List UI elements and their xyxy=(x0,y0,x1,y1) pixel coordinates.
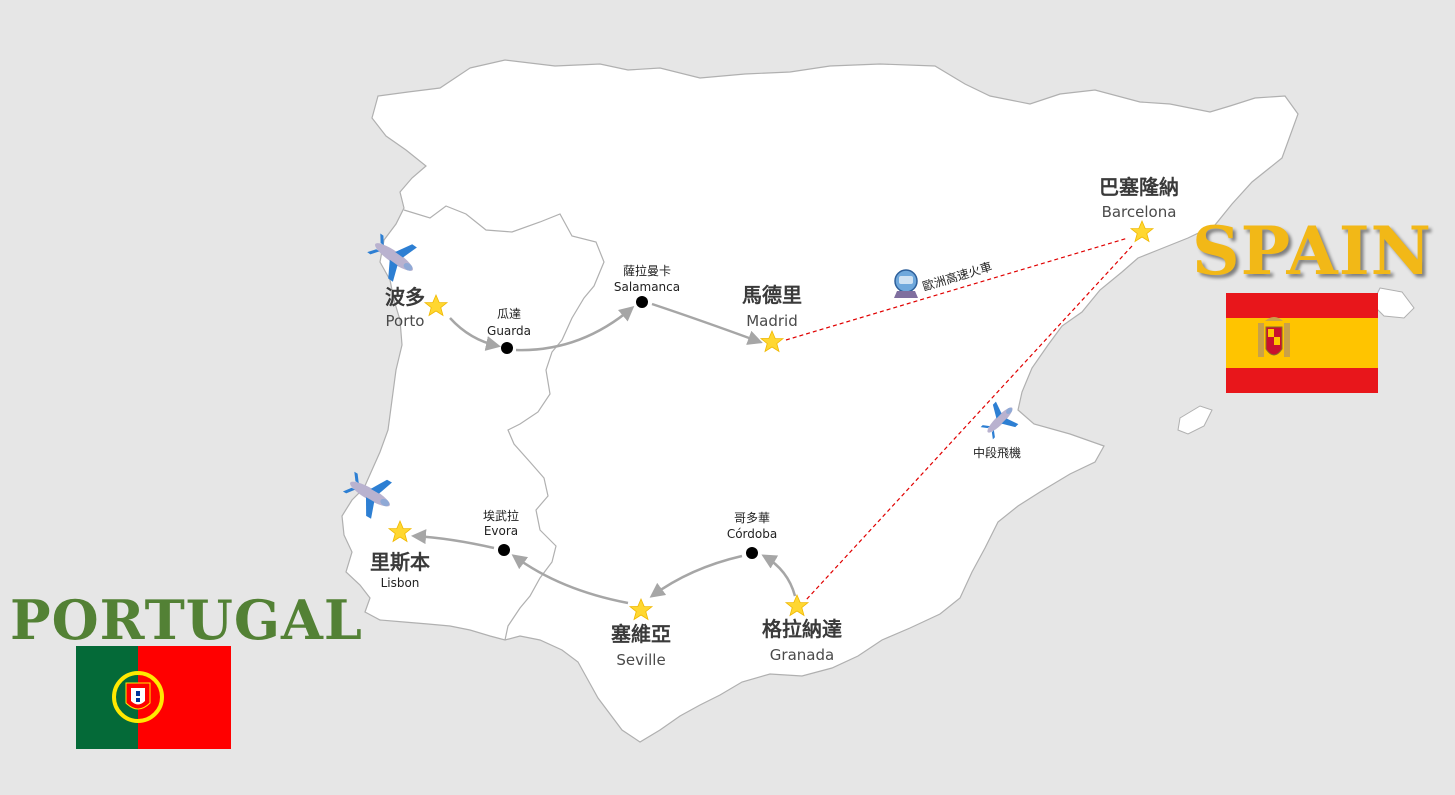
evora-cn-label: 埃武拉 xyxy=(483,508,519,523)
route-seville-evora xyxy=(511,554,629,605)
evora-en-label: Evora xyxy=(484,524,518,538)
cordoba-cn-label: 哥多華 xyxy=(734,511,770,525)
seville-cn-label: 塞維亞 xyxy=(611,622,671,646)
lisbon-en-label: Lisbon xyxy=(381,576,420,590)
guarda-en-label: Guarda xyxy=(487,324,531,338)
granada-en-label: Granada xyxy=(770,646,834,664)
mallorca-island xyxy=(1371,287,1415,319)
spain-coat-of-arms-icon xyxy=(1258,317,1290,357)
lisbon-cn-label: 里斯本 xyxy=(370,550,430,574)
salamanca-dot xyxy=(636,296,648,308)
route-cordoba-seville xyxy=(649,554,743,598)
madrid-en-label: Madrid xyxy=(746,312,798,330)
route-salamanca-madrid xyxy=(651,302,763,345)
route-evora-lisbon xyxy=(411,529,495,550)
portugal-coat-of-arms-icon xyxy=(112,671,164,723)
porto-en-label: Porto xyxy=(386,312,425,330)
spain-title: SPAIN xyxy=(1192,212,1432,290)
route-porto-guarda xyxy=(449,317,501,351)
train-route-madrid-barcelona xyxy=(785,237,1129,341)
spain-flag xyxy=(1226,293,1378,393)
menorca-island xyxy=(1177,405,1213,435)
portugal-title: PORTUGAL xyxy=(10,588,363,652)
salamanca-en-label: Salamanca xyxy=(614,280,680,294)
flight-label: 中段飛機 xyxy=(973,445,1021,460)
route-granada-cordoba xyxy=(761,554,797,597)
portugal-spain-border xyxy=(403,205,605,641)
barcelona-en-label: Barcelona xyxy=(1102,203,1177,221)
guarda-cn-label: 瓜達 xyxy=(497,307,521,321)
guarda-dot xyxy=(501,342,513,354)
barcelona-cn-label: 巴塞隆納 xyxy=(1099,175,1179,199)
cordoba-en-label: Córdoba xyxy=(727,527,777,541)
train-icon xyxy=(894,269,918,298)
salamanca-cn-label: 薩拉曼卡 xyxy=(623,263,671,278)
granada-cn-label: 格拉納達 xyxy=(762,617,842,641)
porto-cn-label: 波多 xyxy=(385,285,425,309)
flight-route-barcelona-granada xyxy=(805,245,1133,601)
evora-dot xyxy=(498,544,510,556)
iberia-landmass xyxy=(341,59,1299,743)
portugal-flag xyxy=(76,646,231,749)
route-guarda-salamanca xyxy=(515,306,635,352)
seville-en-label: Seville xyxy=(616,651,665,669)
madrid-cn-label: 馬德里 xyxy=(742,283,802,307)
cordoba-dot xyxy=(746,547,758,559)
